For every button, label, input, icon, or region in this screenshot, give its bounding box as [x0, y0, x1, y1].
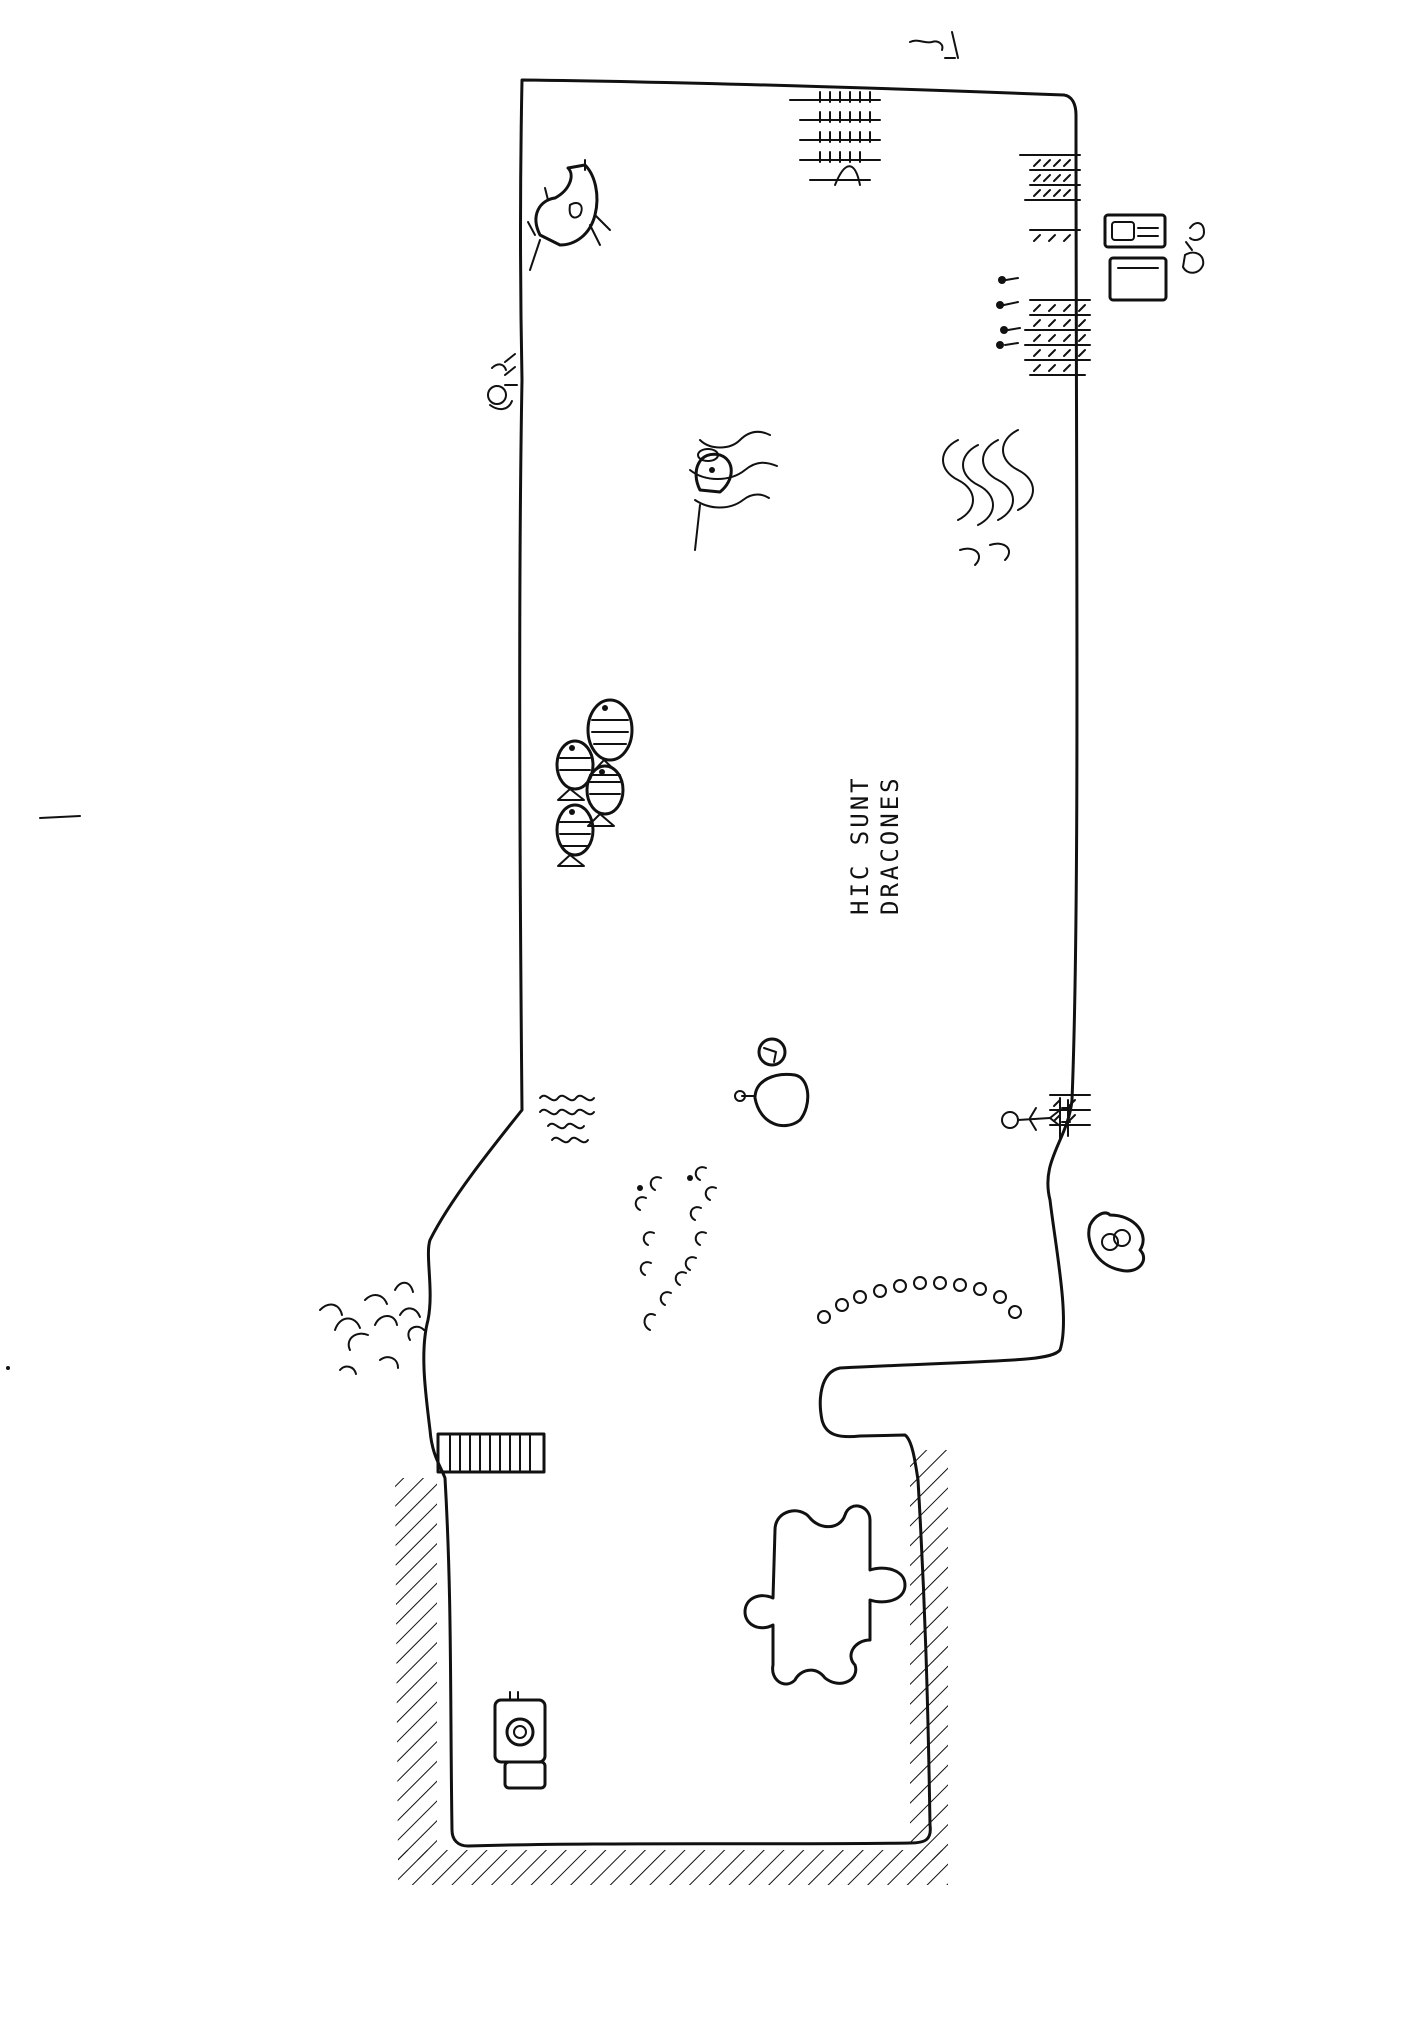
- puzzle-piece-icon: [743, 1504, 907, 1686]
- map-outline: [422, 78, 1079, 1848]
- camera-icon: [493, 1691, 547, 1790]
- unicorn-icon: [527, 159, 611, 271]
- person-icon: [1001, 1097, 1071, 1139]
- stairs-icon: [436, 1432, 546, 1474]
- heart-rings-icon: [1087, 1211, 1146, 1273]
- bird-on-water-icon: [689, 430, 778, 551]
- label-line-1: HIC SUNT: [846, 775, 874, 915]
- dragons-label: HIC SUNT DRACONES: [846, 775, 904, 915]
- seaweed-icon: [942, 429, 1034, 566]
- hatched-wall: [395, 1450, 948, 1885]
- bushes-icon: [319, 1281, 425, 1375]
- grass-icon: [539, 1094, 595, 1144]
- label-line-2: DRACONES: [876, 775, 904, 915]
- music-notes-icon: [996, 276, 1021, 349]
- bag-icon: [734, 1072, 810, 1128]
- forest-icon: [1019, 154, 1091, 1126]
- squiggle-icon: [909, 31, 959, 59]
- bed-icon: [1103, 213, 1205, 302]
- pot-icon: [757, 1037, 787, 1067]
- forest-icon: [789, 91, 881, 186]
- figure-icon: [487, 353, 518, 411]
- margin-mark: [6, 815, 81, 1370]
- pebble-chain-icon: [817, 1276, 1022, 1324]
- fish-school-icon: [555, 698, 634, 867]
- waves-icon: [634, 1166, 717, 1331]
